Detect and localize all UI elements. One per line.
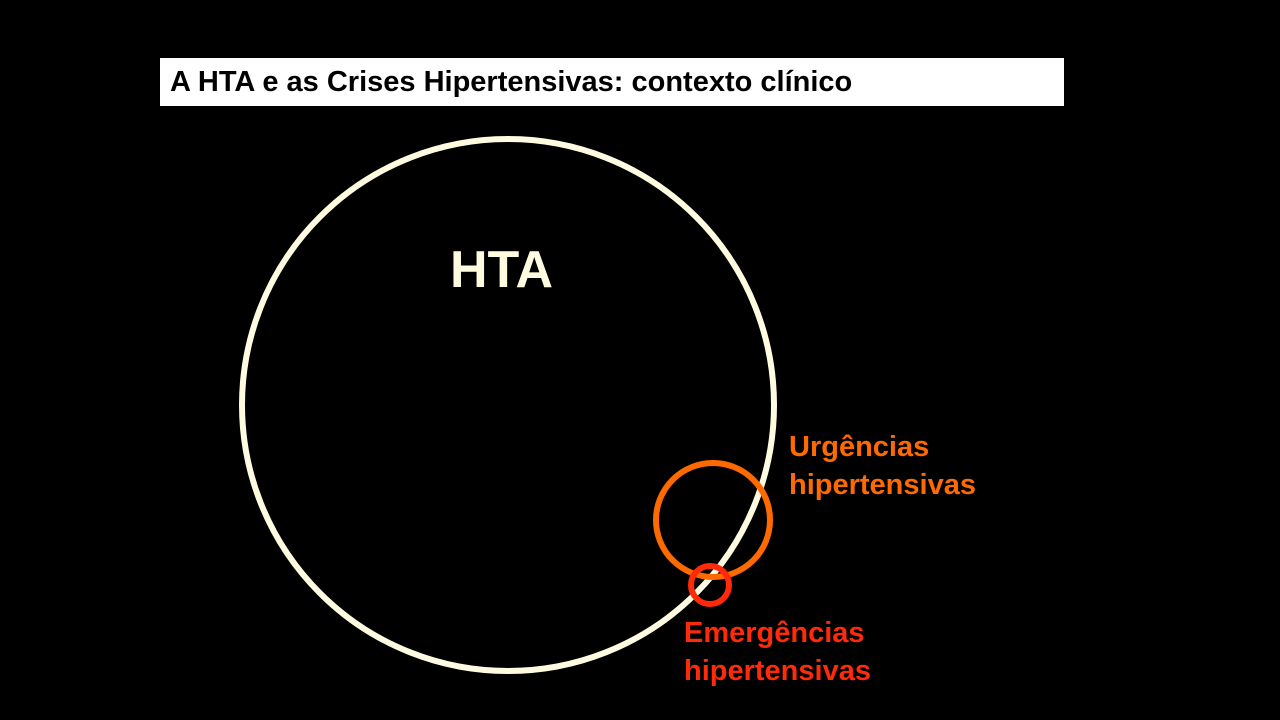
slide-title: A HTA e as Crises Hipertensivas: context…: [170, 65, 853, 98]
urgencias-circle: [653, 460, 773, 580]
emergencias-label-line2: hipertensivas: [684, 655, 871, 687]
title-bar: A HTA e as Crises Hipertensivas: context…: [160, 58, 1064, 106]
hta-label-text: HTA: [450, 241, 554, 299]
emergencias-label-line1: Emergências: [684, 617, 865, 649]
emergencias-circle: [688, 563, 732, 607]
urgencias-label: Urgências hipertensivas: [789, 428, 976, 504]
urgencias-label-line2: hipertensivas: [789, 469, 976, 501]
emergencias-label: Emergências hipertensivas: [684, 614, 871, 690]
hta-label: HTA: [450, 240, 553, 300]
hta-circle: [239, 136, 777, 674]
urgencias-label-line1: Urgências: [789, 431, 930, 463]
